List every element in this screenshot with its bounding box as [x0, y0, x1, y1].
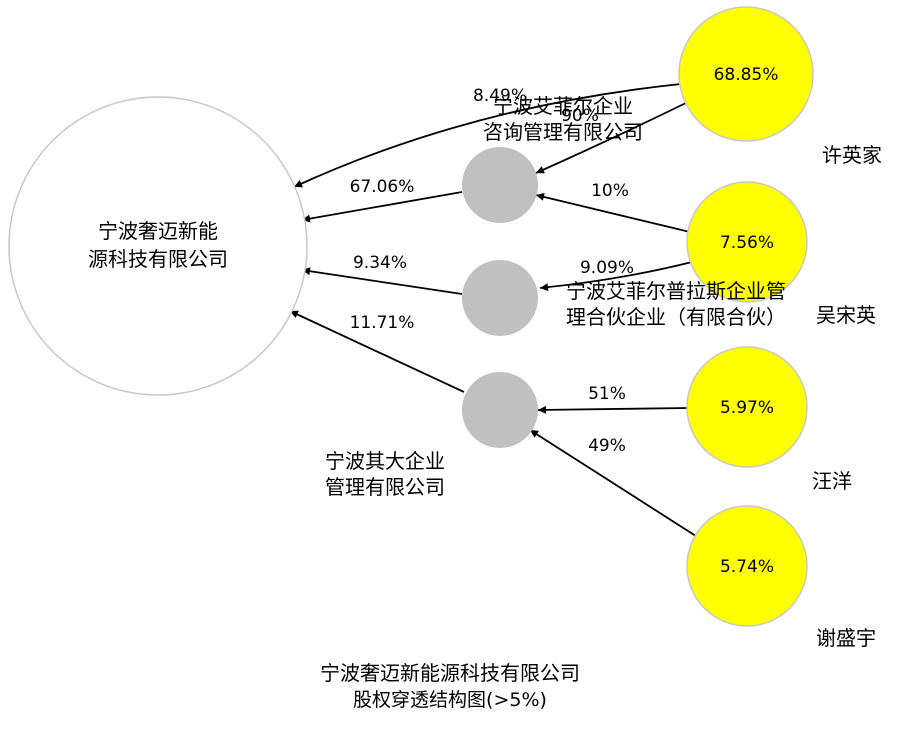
edge-prats-to-company	[301, 267, 463, 295]
holder-percent-xie: 5.74%	[720, 557, 774, 577]
intermediate-name-prats-line2: 理合伙企业（有限合伙）	[566, 305, 786, 329]
intermediate-name-prats-line1: 宁波艾菲尔普拉斯企业管	[566, 279, 786, 303]
edge-label-consult-to-company: 67.06%	[350, 177, 415, 197]
holder-percent-wu: 7.56%	[720, 233, 774, 253]
intermediate-name-consult-line2: 咨询管理有限公司	[483, 120, 643, 144]
holder-percent-wang: 5.97%	[720, 398, 774, 418]
edge-wu-to-prats	[539, 261, 693, 292]
edge-wang-to-qida	[537, 405, 689, 414]
edge-label-prats-to-company: 9.34%	[353, 253, 407, 273]
edge-label-wu-to-consult: 10%	[591, 181, 629, 201]
intermediate-name-qida-line2: 管理有限公司	[325, 475, 445, 499]
edge-label-xu-to-consult: 90%	[561, 106, 599, 126]
holder-name-wu: 吴宋英	[816, 303, 876, 327]
holder-name-wang: 汪洋	[812, 469, 852, 493]
edge-label-wang-to-qida: 51%	[588, 384, 626, 404]
edge-xu-to-company	[293, 83, 682, 188]
caption-line1: 宁波奢迈新能源科技有限公司	[320, 661, 580, 685]
intermediate-node-consult[interactable]	[462, 147, 538, 223]
holder-node-xu[interactable]	[678, 6, 814, 142]
edge-xie-to-qida	[529, 429, 700, 539]
holder-node-wu[interactable]	[686, 181, 808, 303]
edge-consult-to-company	[301, 191, 463, 223]
company-node[interactable]	[8, 96, 308, 396]
holder-name-xie: 谢盛宇	[816, 626, 876, 650]
company-name-line1: 宁波奢迈新能	[98, 219, 218, 243]
intermediate-node-qida[interactable]	[462, 372, 538, 448]
company-name-line2: 源科技有限公司	[88, 247, 228, 271]
holder-node-xie[interactable]	[686, 505, 808, 627]
edge-qida-to-company	[289, 310, 465, 393]
holder-name-xu: 许英家	[822, 143, 882, 167]
edge-label-xu-to-company: 8.49%	[473, 86, 527, 106]
edge-xu-to-consult	[535, 101, 689, 174]
intermediate-name-qida-line1: 宁波其大企业	[325, 449, 445, 473]
edge-label-wu-to-prats: 9.09%	[580, 258, 634, 278]
intermediate-name-consult-line1: 宁波艾菲尔企业	[493, 94, 633, 118]
caption-line2: 股权穿透结构图(>5%)	[353, 689, 547, 711]
edge-wu-to-consult	[535, 192, 691, 233]
edge-label-qida-to-company: 11.71%	[350, 313, 415, 333]
intermediate-node-prats[interactable]	[462, 260, 538, 336]
edge-label-xie-to-qida: 49%	[588, 436, 626, 456]
holder-node-wang[interactable]	[686, 346, 808, 468]
holder-percent-xu: 68.85%	[714, 65, 779, 85]
